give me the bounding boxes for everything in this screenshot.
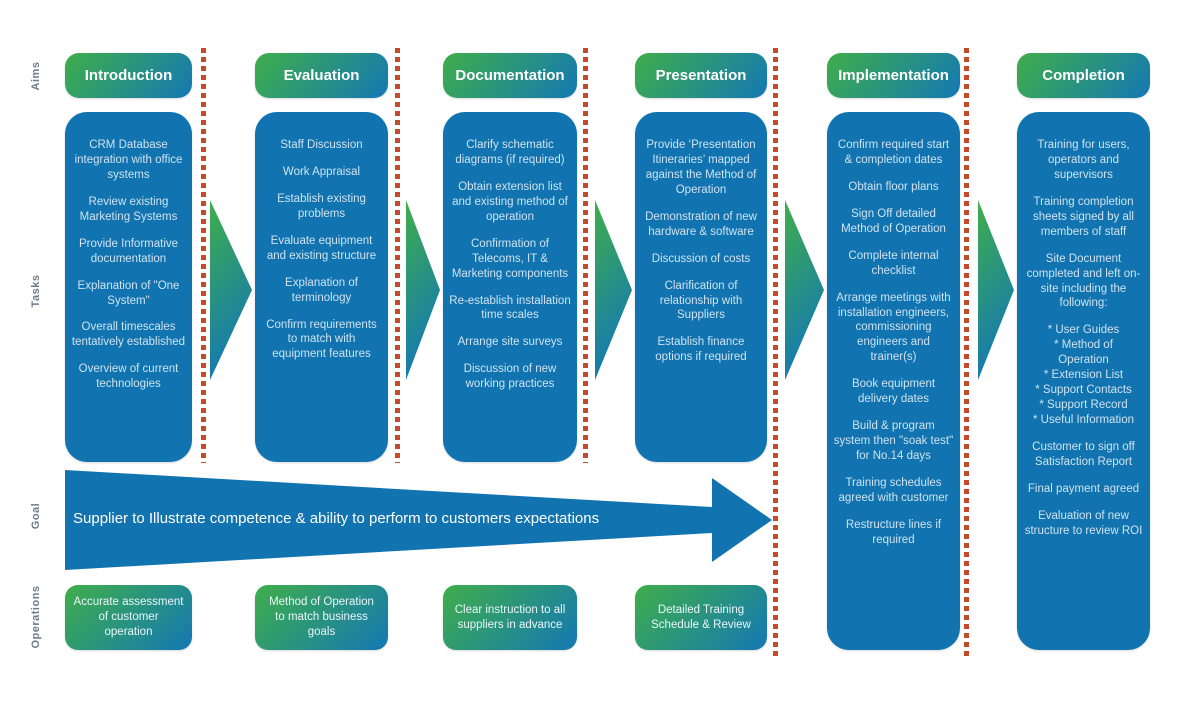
task-item: Arrange meetings with installation engin…	[836, 291, 951, 364]
operation-box-evaluation: Method of Operation to match business go…	[255, 585, 388, 650]
task-item: Build & program system then "soak test" …	[833, 420, 954, 462]
task-item: Clarify schematic diagrams (if required)	[455, 139, 565, 166]
task-item: Establish finance options if required	[655, 336, 747, 364]
task-item: Re-establish installation time scales	[449, 294, 571, 322]
stage-header-presentation: Presentation	[635, 53, 767, 98]
row-label-tasks: Tasks	[30, 274, 42, 308]
row-label-operations: Operations	[30, 585, 42, 649]
task-item: Evaluate equipment and existing structur…	[266, 234, 377, 262]
stage-divider	[395, 48, 400, 463]
task-item: Discussion of new working practices	[463, 363, 557, 391]
task-item: Provide ‘Presentation Itineraries’ mappe…	[645, 139, 757, 196]
stage-header-documentation: Documentation	[443, 53, 577, 98]
task-item: Customer to sign off Satisfaction Report	[1032, 440, 1135, 468]
task-item: Establish existing problems	[277, 192, 366, 220]
task-item: Overall timescales tentatively establish…	[71, 321, 186, 349]
task-item: Staff Discussion	[280, 139, 363, 151]
task-item: Confirmation of Telecoms, IT & Marketing…	[451, 237, 569, 280]
task-item: Provide Informative documentation	[78, 237, 179, 265]
task-item: Evaluation of new structure to review RO…	[1024, 509, 1143, 537]
task-item: * User Guides * Method of Operation * Ex…	[1033, 324, 1134, 426]
task-item: CRM Database integration with office sys…	[74, 139, 183, 181]
task-list-presentation: Provide ‘Presentation Itineraries’ mappe…	[635, 112, 767, 462]
flow-arrow-icon	[406, 200, 440, 380]
task-list-completion: Training for users, operators and superv…	[1017, 112, 1150, 650]
task-item: Training for users, operators and superv…	[1037, 139, 1130, 181]
task-item: Explanation of terminology	[285, 276, 358, 304]
task-item: Final payment agreed	[1027, 482, 1140, 495]
task-item: Obtain extension list and existing metho…	[452, 180, 568, 223]
stage-header-introduction: Introduction	[65, 53, 192, 98]
stage-divider	[964, 48, 969, 656]
task-item: Arrange site surveys	[457, 336, 563, 349]
task-list-introduction: CRM Database integration with office sys…	[65, 112, 192, 462]
task-item: Review existing Marketing Systems	[79, 195, 178, 223]
task-item: Discussion of costs	[651, 252, 751, 265]
task-item: Obtain floor plans	[848, 180, 939, 193]
operation-box-introduction: Accurate assessment of customer operatio…	[65, 585, 192, 650]
task-item: Book equipment delivery dates	[851, 378, 936, 406]
task-item: Training schedules agreed with customer	[838, 476, 949, 504]
task-item: Work Appraisal	[282, 165, 361, 178]
task-item: Sign Off detailed Method of Operation	[841, 207, 946, 235]
operation-box-documentation: Clear instruction to all suppliers in ad…	[443, 585, 577, 650]
flow-arrow-icon	[785, 200, 824, 380]
stage-header-implementation: Implementation	[827, 53, 960, 98]
stage-divider	[583, 48, 588, 463]
row-label-goal: Goal	[30, 502, 42, 530]
task-list-implementation: Confirm required start & completion date…	[827, 112, 960, 650]
stage-divider	[773, 48, 778, 656]
flow-arrow-icon	[978, 200, 1014, 380]
task-item: Training completion sheets signed by all…	[1032, 195, 1134, 238]
flow-arrow-icon	[595, 200, 632, 380]
task-item: Confirm required start & completion date…	[837, 139, 950, 166]
task-list-documentation: Clarify schematic diagrams (if required)…	[443, 112, 577, 462]
task-item: Explanation of "One System"	[77, 279, 180, 307]
operation-box-presentation: Detailed Training Schedule & Review	[635, 585, 767, 650]
stage-divider	[201, 48, 206, 463]
task-item: Restructure lines if required	[845, 518, 942, 546]
supplier-competence-banner: Supplier to Illustrate competence & abil…	[73, 510, 600, 527]
task-item: Confirm requirements to match with equip…	[266, 318, 377, 361]
stage-header-evaluation: Evaluation	[255, 53, 388, 98]
flow-arrow-icon	[210, 200, 252, 380]
task-item: Clarification of relationship with Suppl…	[659, 279, 743, 322]
row-label-aims: Aims	[30, 61, 42, 91]
task-item: Complete internal checklist	[848, 249, 939, 277]
stage-header-completion: Completion	[1017, 53, 1150, 98]
task-item: Demonstration of new hardware & software	[645, 210, 757, 238]
task-item: Site Document completed and left on-site…	[1026, 252, 1141, 310]
timeline-arrow-icon	[65, 470, 772, 570]
task-item: Overview of current technologies	[78, 363, 179, 391]
